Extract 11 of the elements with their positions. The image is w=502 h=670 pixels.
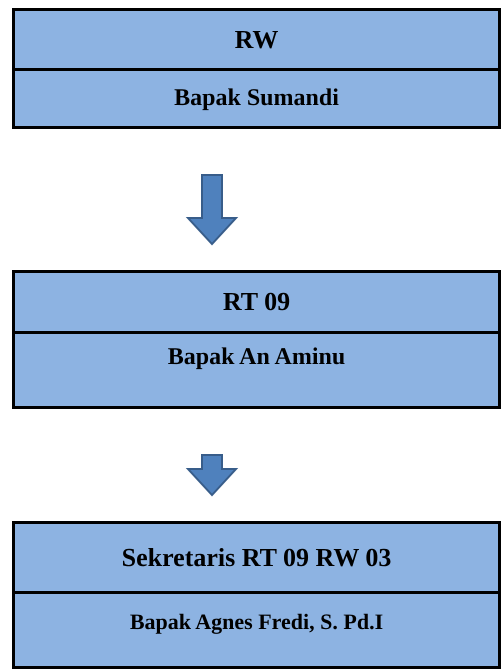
down-arrow <box>186 174 238 246</box>
org-box <box>12 270 501 409</box>
role-title: Sekretaris RT 09 RW 03 <box>15 524 498 594</box>
person-name: Bapak An Aminu <box>168 344 346 371</box>
down-arrow <box>186 454 238 496</box>
role-title: RW <box>15 11 498 71</box>
role-title: RT 09 <box>15 273 498 334</box>
person-name: Bapak Agnes Fredi, S. Pd.I <box>130 609 384 635</box>
person-name: Bapak Sumandi <box>174 85 339 112</box>
org-box <box>12 521 501 669</box>
org-box <box>12 8 501 129</box>
